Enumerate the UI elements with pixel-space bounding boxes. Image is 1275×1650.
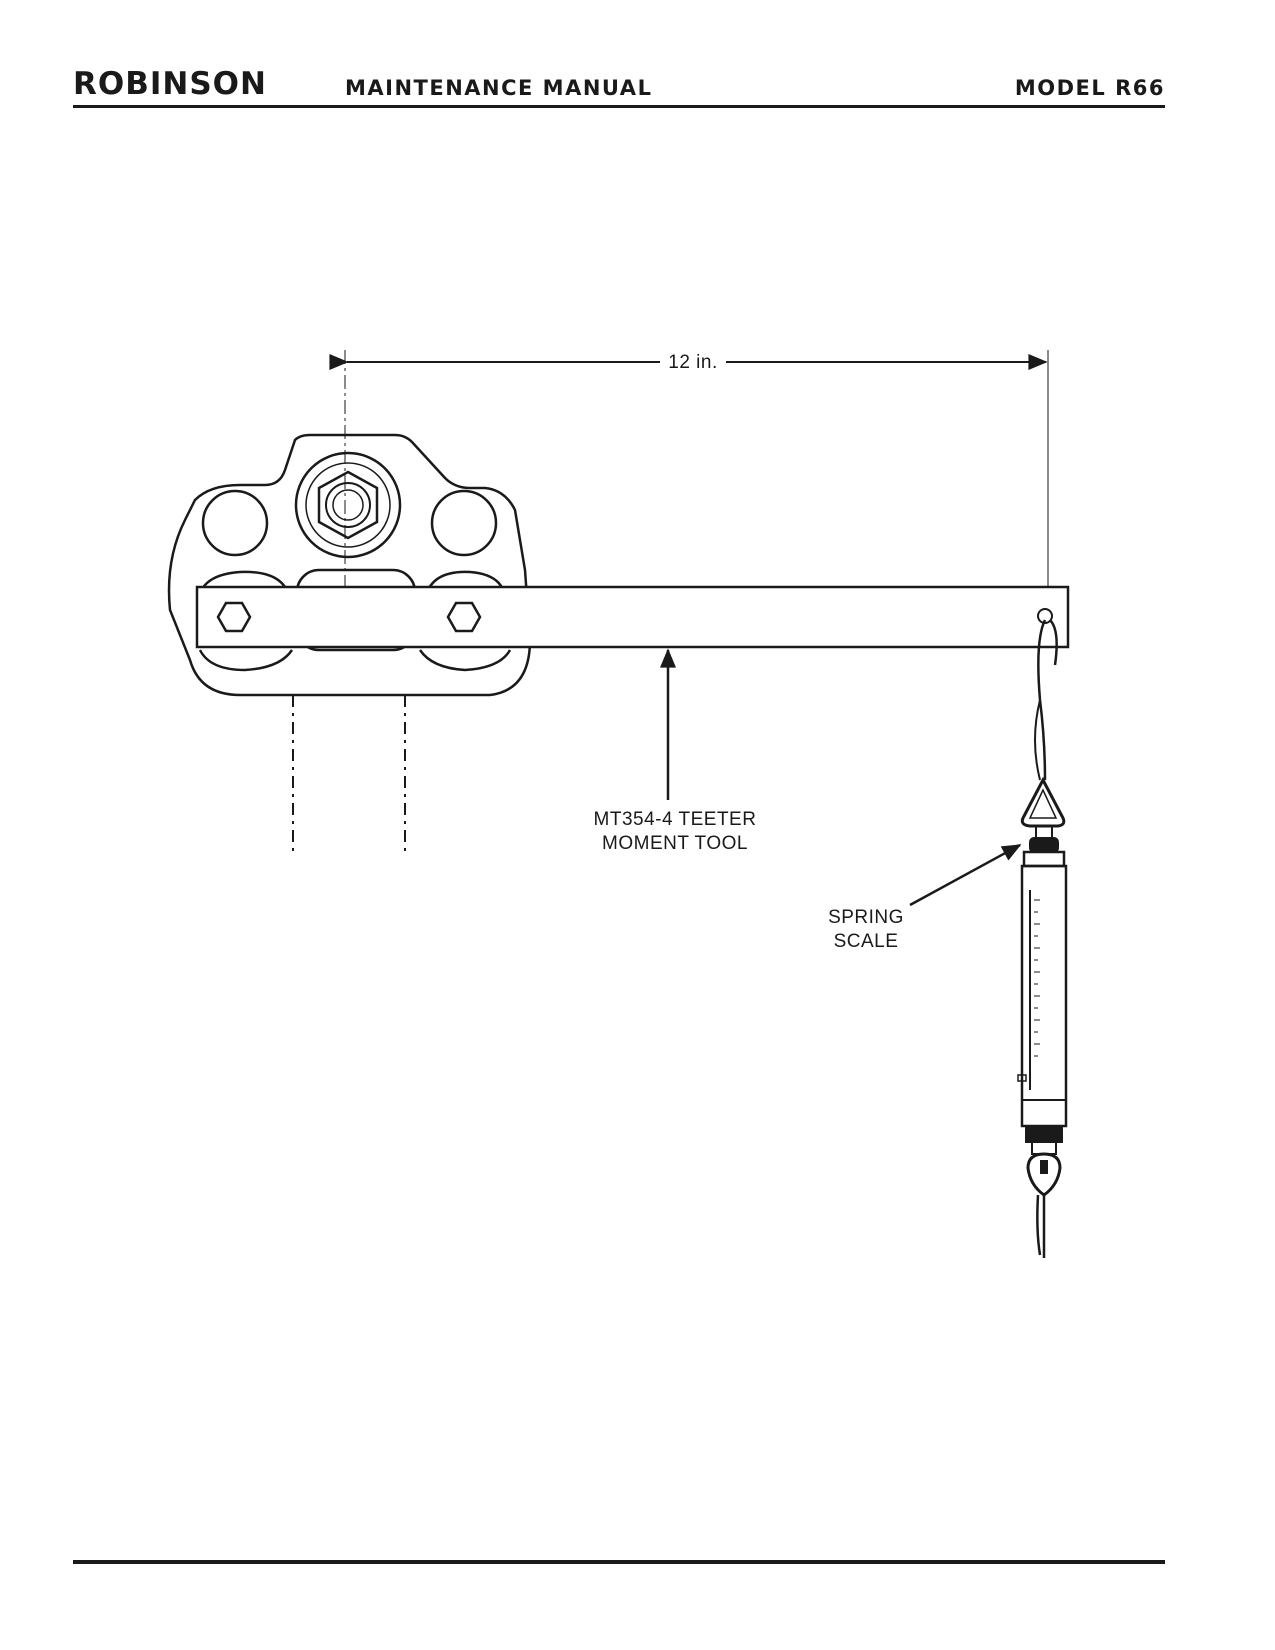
bolt-end xyxy=(325,482,371,528)
hex-nut xyxy=(317,470,379,540)
bolt-washer-inner xyxy=(305,462,391,548)
header-rule xyxy=(73,105,1165,108)
footer-rule xyxy=(73,1560,1165,1564)
model-name: MODEL R66 xyxy=(1014,76,1165,100)
bar-bolt-right xyxy=(446,601,482,633)
brand-logo: ROBINSON xyxy=(73,66,267,102)
dimension-label: 12 in. xyxy=(668,352,717,373)
tool-label-line1: MT354-4 TEETER xyxy=(594,809,757,830)
bolt-washer-outer xyxy=(294,451,402,559)
hub-hole-right xyxy=(430,489,498,557)
hub-body xyxy=(167,433,532,697)
spring-scale-body xyxy=(1020,864,1068,1128)
bar-bolt-left xyxy=(216,601,252,633)
scale-label-line1: SPRING xyxy=(828,907,904,928)
scale-ticks xyxy=(1034,899,1040,1057)
upper-shackle xyxy=(1020,776,1066,828)
scale-hook xyxy=(1037,619,1058,781)
manual-title: MAINTENANCE MANUAL xyxy=(345,76,653,100)
scale-arrow xyxy=(909,843,1022,907)
tool-label-line2: MOMENT TOOL xyxy=(602,833,748,854)
lower-hook xyxy=(1036,1194,1046,1258)
scale-label-line2: SCALE xyxy=(834,931,899,952)
hub-hole-left xyxy=(201,489,269,557)
moment-tool-bar xyxy=(195,585,1070,649)
